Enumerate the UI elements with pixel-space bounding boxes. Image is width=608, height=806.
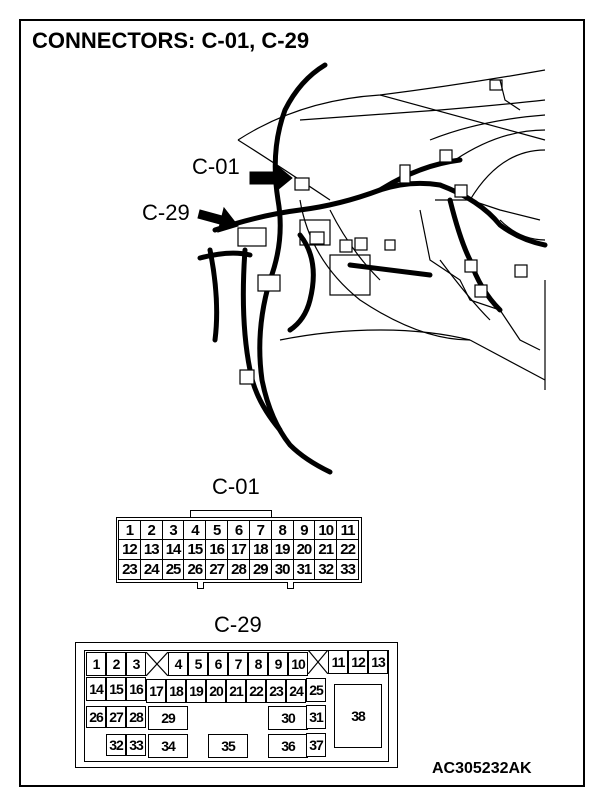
connector-label-c01: C-01 <box>212 474 260 499</box>
c29-pin: 26 <box>86 706 106 728</box>
c01-pin: 33 <box>336 559 359 580</box>
c01-pin: 5 <box>205 520 229 540</box>
callout-label-c01: C-01 <box>192 154 240 179</box>
c01-pin: 31 <box>292 559 316 580</box>
c29-pin: 36 <box>268 734 308 758</box>
c29-pin: 12 <box>348 650 368 674</box>
c29-pin: 5 <box>188 652 208 676</box>
c29-pin: 11 <box>328 650 348 674</box>
c01-pin: 23 <box>118 559 141 580</box>
c29-pin: 19 <box>186 679 206 703</box>
c01-pin: 4 <box>183 520 207 540</box>
callout-label-c29: C-29 <box>142 200 190 225</box>
c29-blank-cavity <box>146 652 168 676</box>
c29-pin: 16 <box>126 677 146 701</box>
c01-pin: 21 <box>314 539 338 560</box>
c01-pin: 16 <box>205 539 229 560</box>
c01-pin: 30 <box>270 559 294 580</box>
c29-pin: 28 <box>126 706 146 728</box>
c29-pin: 15 <box>106 677 126 701</box>
c29-pin: 14 <box>86 677 106 701</box>
c29-pin: 3 <box>126 652 146 676</box>
c29-pin: 13 <box>368 650 388 674</box>
c29-pin: 20 <box>206 679 226 703</box>
c01-lock-tab <box>190 510 272 518</box>
c29-pin: 37 <box>306 733 326 757</box>
c01-pin: 11 <box>336 520 359 540</box>
figure-code: AC305232AK <box>432 760 532 777</box>
c01-pin: 8 <box>270 520 294 540</box>
c29-pin: 32 <box>106 734 126 756</box>
c29-pin: 27 <box>106 706 126 728</box>
c29-pin: 9 <box>268 652 288 676</box>
c29-pin: 6 <box>208 652 228 676</box>
c29-pin: 8 <box>248 652 268 676</box>
c01-key <box>287 582 294 589</box>
c01-pin: 7 <box>248 520 272 540</box>
c29-pin: 22 <box>246 679 266 703</box>
c29-blank-cavity <box>308 650 328 674</box>
c01-pin: 2 <box>139 520 163 540</box>
c01-pin: 10 <box>314 520 338 540</box>
c29-pin: 4 <box>168 652 188 676</box>
c29-pin: 2 <box>106 652 126 676</box>
c29-pin: 25 <box>306 678 326 702</box>
c29-pin: 31 <box>306 705 326 729</box>
c01-pin: 25 <box>161 559 185 580</box>
c29-pin: 35 <box>208 734 248 758</box>
c01-pin: 3 <box>161 520 185 540</box>
c29-pin: 21 <box>226 679 246 703</box>
c01-pin: 19 <box>270 539 294 560</box>
c29-pin: 33 <box>126 734 146 756</box>
c01-pin: 6 <box>227 520 250 540</box>
connector-label-c29: C-29 <box>214 612 262 637</box>
c01-pin: 24 <box>139 559 163 580</box>
c01-pin: 28 <box>227 559 250 580</box>
c29-pin: 7 <box>228 652 248 676</box>
connector-c29-housing <box>84 650 389 762</box>
c01-pin: 1 <box>118 520 141 540</box>
c01-pin: 12 <box>118 539 141 560</box>
c01-key <box>197 582 204 589</box>
c01-pin: 20 <box>292 539 316 560</box>
c01-pin: 29 <box>248 559 272 580</box>
c29-pin: 24 <box>286 679 306 703</box>
c01-pin: 17 <box>227 539 250 560</box>
c29-pin: 34 <box>148 734 188 758</box>
c29-pin: 18 <box>166 679 186 703</box>
c01-pin: 32 <box>314 559 338 580</box>
page-title: CONNECTORS: C-01, C-29 <box>32 28 310 53</box>
c29-pin: 17 <box>146 679 166 703</box>
c01-pin: 22 <box>336 539 359 560</box>
c29-pin: 23 <box>266 679 286 703</box>
c01-pin: 18 <box>248 539 272 560</box>
c01-pin: 27 <box>205 559 229 580</box>
c01-pin: 9 <box>292 520 316 540</box>
c01-pin: 15 <box>183 539 207 560</box>
c29-pin: 1 <box>86 652 106 676</box>
c01-pin: 26 <box>183 559 207 580</box>
c01-pin: 14 <box>161 539 185 560</box>
c29-pin: 29 <box>148 706 188 730</box>
c29-pin: 38 <box>334 684 382 748</box>
c01-pin: 13 <box>139 539 163 560</box>
c29-pin: 10 <box>288 652 308 676</box>
c29-pin: 30 <box>268 706 308 730</box>
